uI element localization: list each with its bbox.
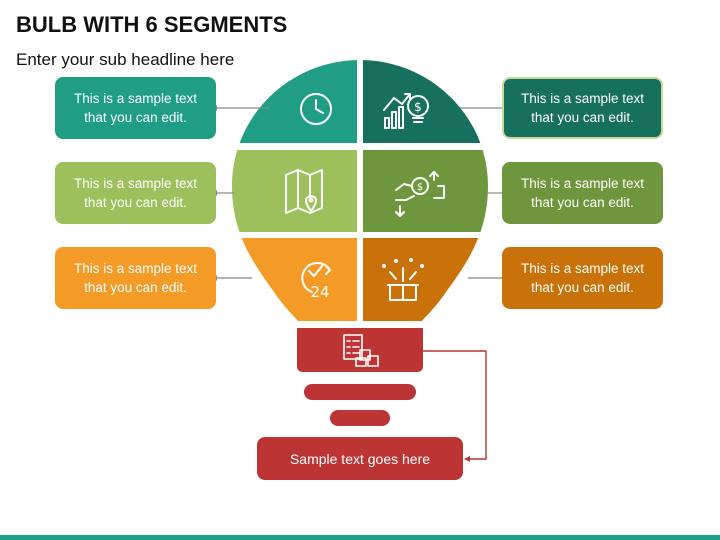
bulb-base-ring xyxy=(304,384,416,400)
page-title: BULB WITH 6 SEGMENTS xyxy=(16,12,288,37)
clock-24-icon: 24 xyxy=(301,261,331,301)
bottom-accent-bar xyxy=(0,535,720,540)
text-box-bottom-right: This is a sample text that you can edit. xyxy=(502,247,663,309)
clock-icon xyxy=(300,93,332,125)
connector-base xyxy=(423,350,487,460)
base-text-box: Sample text goes here xyxy=(257,437,463,480)
text-box-top-right: This is a sample text that you can edit. xyxy=(502,77,663,139)
segment-middle-left xyxy=(232,150,357,232)
text-box-bottom-right-label: This is a sample text that you can edit. xyxy=(520,261,645,295)
text-box-bottom-left: This is a sample text that you can edit. xyxy=(55,247,216,309)
money-exchange-icon: $ xyxy=(395,171,445,217)
segment-middle-right xyxy=(363,150,488,232)
svg-text:$: $ xyxy=(414,100,422,114)
gift-box-icon xyxy=(382,258,424,301)
text-box-middle-right-label: This is a sample text that you can edit. xyxy=(520,176,645,210)
svg-text:$: $ xyxy=(417,182,423,193)
bulb-base-tip xyxy=(330,410,390,426)
page-subtitle: Enter your sub headline here xyxy=(16,50,235,69)
text-box-middle-left-label: This is a sample text that you can edit. xyxy=(73,176,198,210)
segment-top-right xyxy=(363,60,488,143)
text-box-top-left-label: This is a sample text that you can edit. xyxy=(73,91,198,125)
segment-bottom-left xyxy=(232,238,357,321)
text-box-middle-left: This is a sample text that you can edit. xyxy=(55,162,216,224)
segment-bottom-right xyxy=(363,238,488,321)
text-box-middle-right: This is a sample text that you can edit. xyxy=(502,162,663,224)
checklist-boxes-icon xyxy=(343,334,379,367)
segment-top-left xyxy=(232,60,357,143)
text-box-top-right-label: This is a sample text that you can edit. xyxy=(520,91,645,125)
map-icon xyxy=(285,169,323,214)
text-box-top-left: This is a sample text that you can edit. xyxy=(55,77,216,139)
svg-text:24: 24 xyxy=(310,283,329,301)
money-growth-icon: $ xyxy=(383,93,429,129)
base-text-label: Sample text goes here xyxy=(289,450,431,467)
text-box-bottom-left-label: This is a sample text that you can edit. xyxy=(73,261,198,295)
